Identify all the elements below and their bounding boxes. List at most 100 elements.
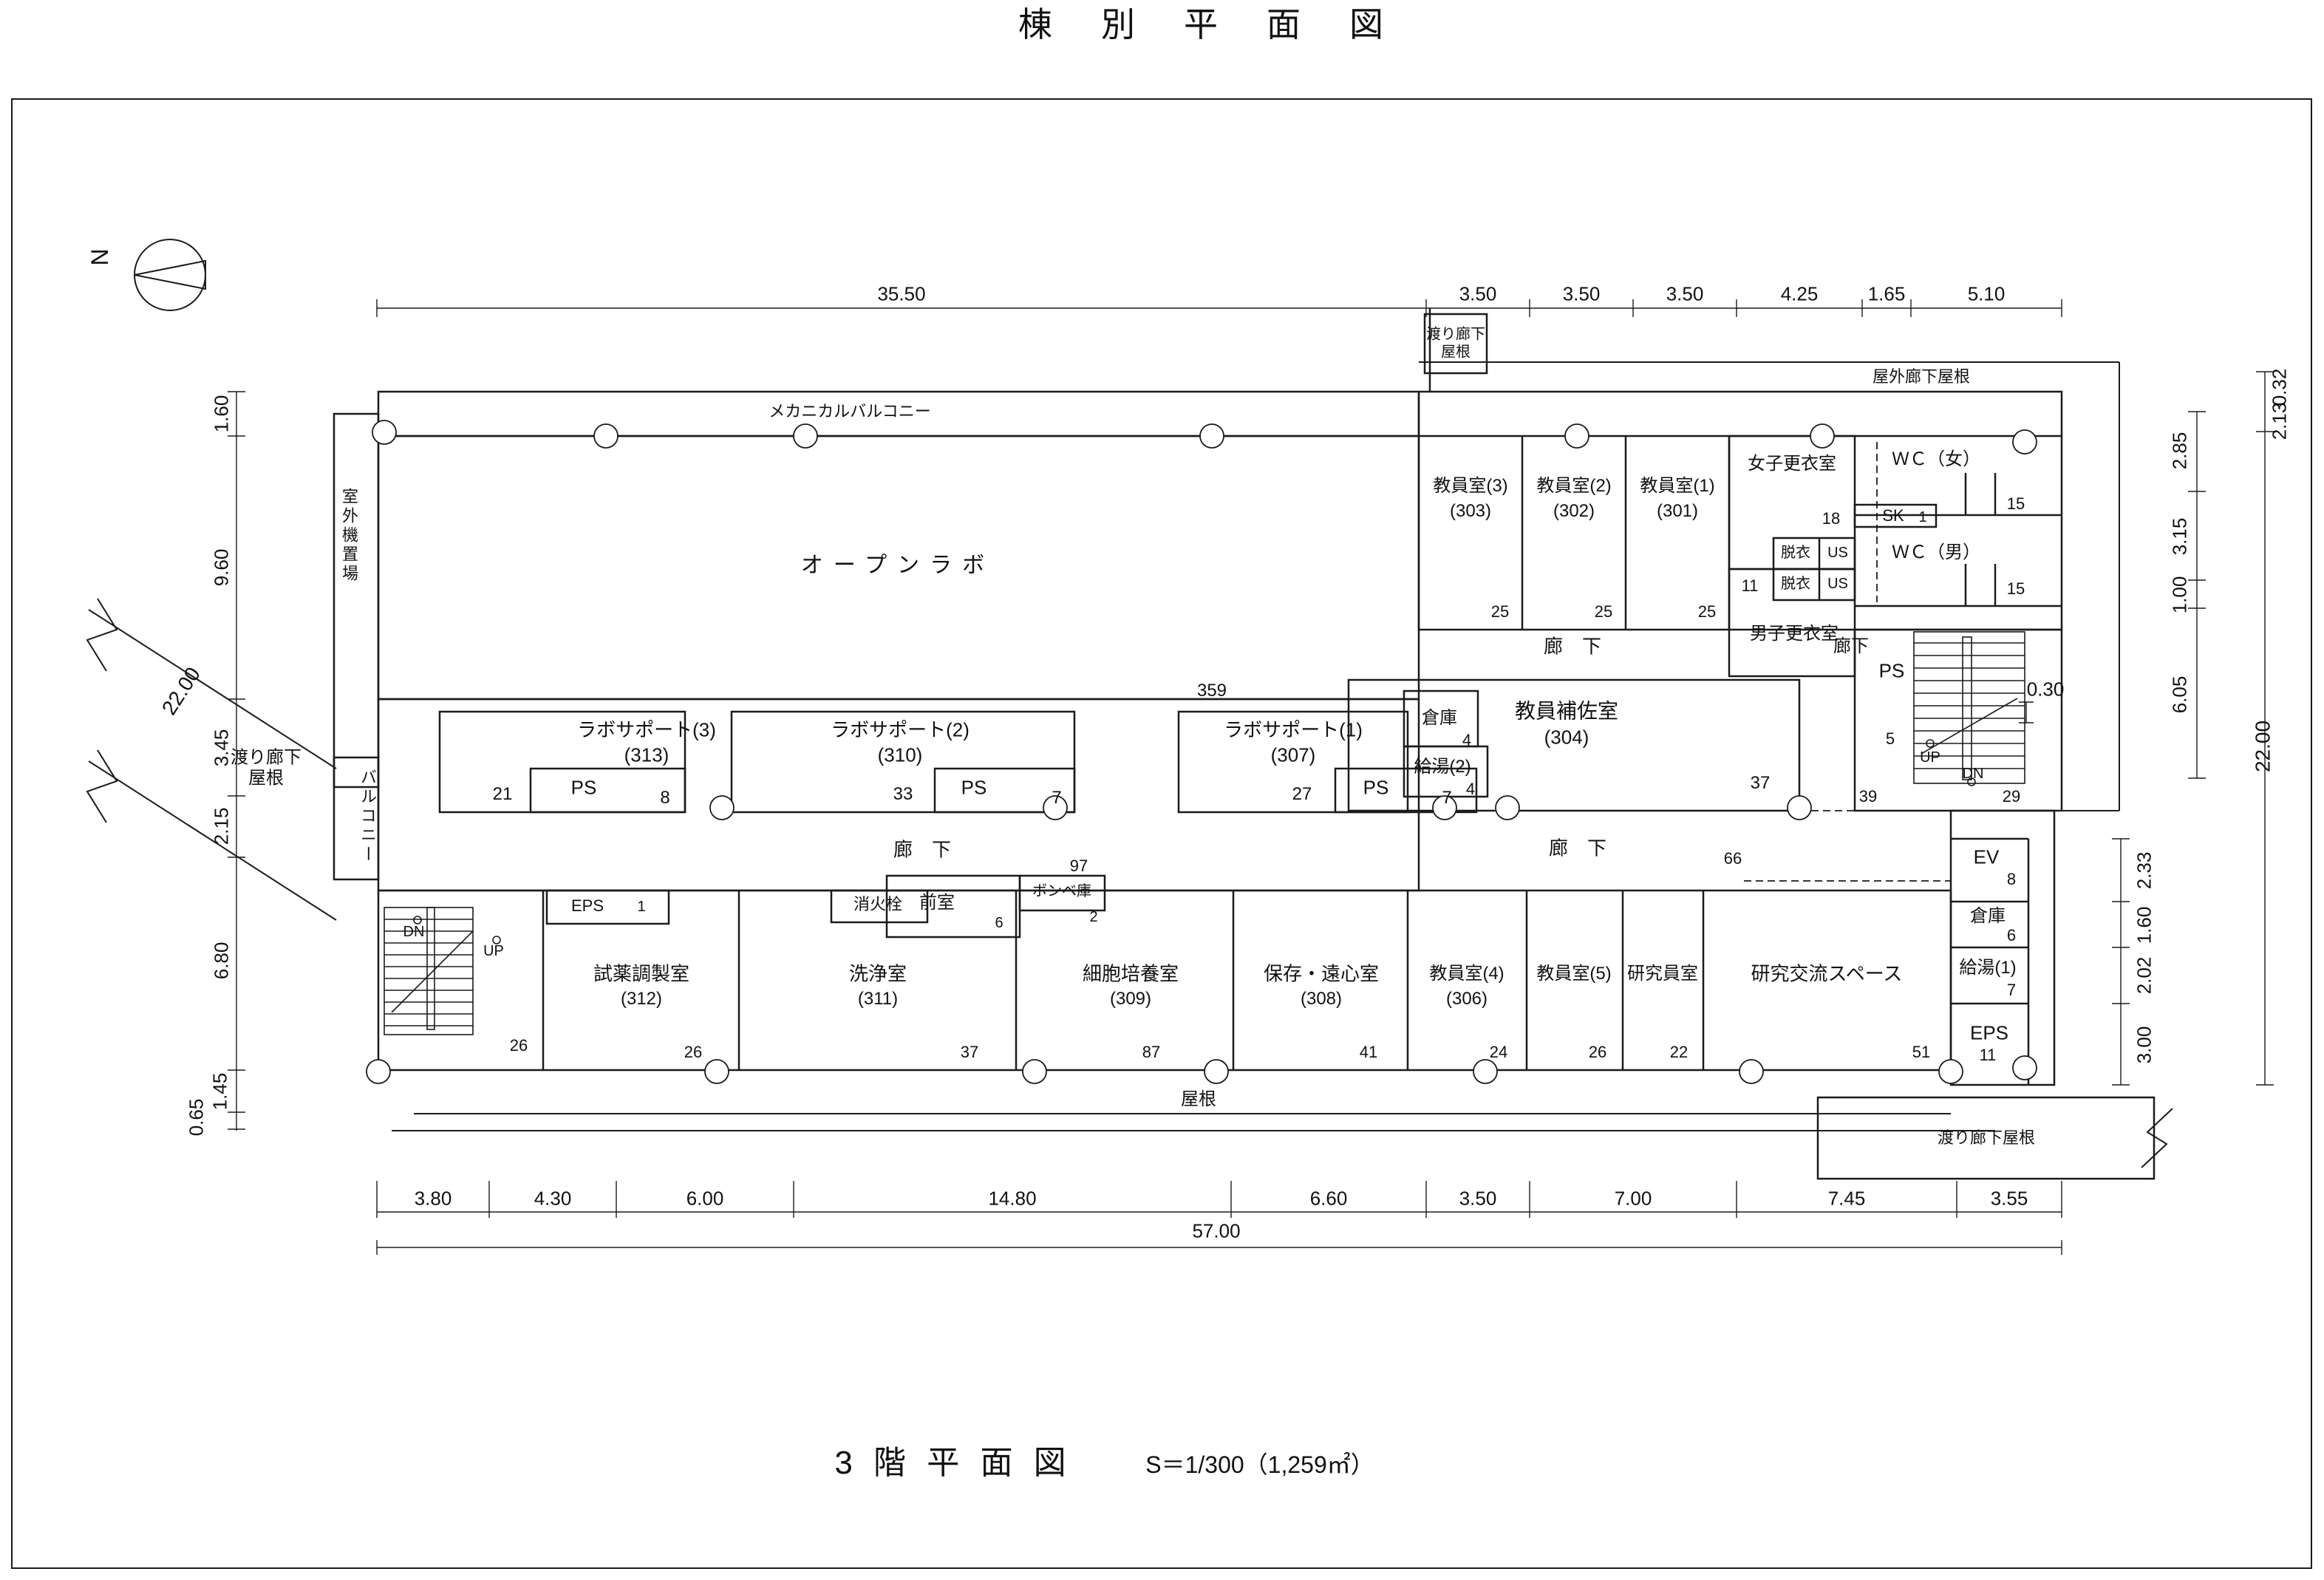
dim-top-4-25: 4.25 — [1780, 282, 1819, 305]
label-datsui-2: 脱衣 — [1781, 576, 1810, 593]
dim-right-1-00: 1.00 — [2168, 576, 2191, 614]
roomno-304: (304) — [1544, 726, 1589, 749]
label-watari-roka-yane-bottom: 渡り廊下屋根 — [1937, 1128, 2036, 1148]
num-souko-right: 6 — [2006, 926, 2017, 945]
scale-note: S＝1/300（1,259㎡） — [1145, 1451, 1374, 1478]
room-danshi-koishitsu: 男子更衣室 — [1750, 623, 1839, 644]
num-joshi-koishitsu: 18 — [1822, 509, 1841, 528]
dim-top-1-65: 1.65 — [1867, 282, 1906, 305]
label-eps-left: EPS — [570, 896, 604, 916]
dim-right-6-05: 6.05 — [2168, 675, 2191, 714]
num-39: 39 — [1858, 787, 1878, 806]
num-313: 21 — [492, 783, 513, 804]
room-kenkyu-koryu: 研究交流スペース — [1751, 962, 1903, 985]
dim-bot-6-60: 6.60 — [1309, 1187, 1348, 1210]
roomno-312: (312) — [620, 988, 663, 1009]
num-souko-mid: 4 — [1462, 731, 1472, 750]
dim-right-22-00: 22.00 — [2251, 720, 2274, 773]
compass-north-label: N — [86, 248, 114, 266]
dim-right-2-13: 2.13 — [2268, 402, 2291, 440]
room-kyoin-3: 教員室(3) — [1433, 475, 1508, 496]
room-kyoin-4: 教員室(4) — [1429, 963, 1505, 984]
label-shokasen: 消火栓 — [853, 895, 903, 914]
roomno-308: (308) — [1300, 988, 1343, 1009]
room-lab-support-1: ラボサポート(1) — [1224, 718, 1363, 741]
num-ev: 8 — [2006, 870, 2017, 889]
num-308: 41 — [1359, 1043, 1378, 1062]
roomno-313: (313) — [624, 743, 669, 766]
label-roka-right: 廊下 — [1833, 636, 1869, 656]
room-souko-right: 倉庫 — [1970, 905, 2006, 926]
dim-right-0-32: 0.32 — [2268, 368, 2291, 406]
num-302: 25 — [1594, 602, 1613, 622]
room-lab-support-2: ラボサポート(2) — [831, 718, 970, 741]
room-bombe-ko: ボンベ庫 — [1032, 883, 1091, 900]
num-eps-right: 11 — [1979, 1046, 1997, 1065]
room-kenkyuin: 研究員室 — [1627, 963, 1698, 984]
label-balcony: バルコニー — [358, 769, 377, 865]
num-ps-307: 7 — [1442, 787, 1452, 808]
num-311: 37 — [960, 1043, 979, 1062]
num-sk: 1 — [1918, 509, 1927, 526]
dim-right-2-02: 2.02 — [2133, 956, 2156, 995]
label-ps-310: PS — [961, 776, 987, 799]
num-310: 33 — [893, 783, 913, 804]
label-ps-stair: PS — [1878, 659, 1905, 682]
room-eps-right: EPS — [1969, 1021, 2009, 1044]
num-301: 25 — [1697, 602, 1717, 622]
label-up-upper-stair: UP — [1920, 749, 1940, 766]
room-kyuto-1: 給湯(1) — [1959, 957, 2017, 978]
dim-bot-57-00: 57.00 — [1192, 1219, 1241, 1242]
room-wc-female: ＷＣ（女） — [1892, 449, 1980, 469]
dim-left-2-15: 2.15 — [210, 807, 233, 845]
dim-bot-3-80: 3.80 — [414, 1187, 452, 1210]
num-ps-310: 7 — [1052, 787, 1062, 808]
label-watari-roka-yane-left: 渡り廊下 屋根 — [231, 747, 301, 789]
label-dn-lower-stair: DN — [403, 924, 425, 941]
dim-bot-7-00: 7.00 — [1614, 1187, 1652, 1210]
roomno-301: (301) — [1656, 500, 1699, 521]
label-roka-lower-left: 廊 下 — [893, 838, 952, 861]
label-watari-roka-yane-top: 渡り廊下 屋根 — [1426, 326, 1485, 360]
num-kyuto-1: 7 — [2006, 981, 2017, 1000]
num-kenkyuin: 22 — [1669, 1043, 1689, 1062]
roomno-309: (309) — [1109, 988, 1152, 1009]
hidden-lines-layer — [1744, 442, 1951, 882]
room-kyoin-hosa: 教員補佐室 — [1514, 699, 1619, 723]
dim-left-1-60: 1.60 — [210, 395, 233, 433]
label-up-lower-stair: UP — [483, 943, 504, 960]
num-roka-66: 66 — [1723, 849, 1742, 868]
roomno-310: (310) — [877, 743, 923, 766]
num-306: 24 — [1489, 1043, 1508, 1062]
room-joshi-koishitsu: 女子更衣室 — [1748, 453, 1836, 474]
label-ps-307: PS — [1363, 776, 1389, 799]
room-wc-male: ＷＣ（男） — [1892, 542, 1980, 562]
dim-right-2-85: 2.85 — [2168, 432, 2191, 470]
roomno-311: (311) — [857, 988, 899, 1009]
label-yane: 屋根 — [1181, 1089, 1216, 1109]
room-ev: EV — [1973, 845, 2000, 868]
dim-top-3-50-c: 3.50 — [1666, 282, 1704, 305]
room-saibo-baiyo: 細胞培養室 — [1082, 962, 1179, 985]
label-ps-313: PS — [570, 776, 597, 799]
dim-bot-6-00: 6.00 — [686, 1187, 724, 1210]
floor-plan-caption: 3 階 平 面 図 — [834, 1445, 1072, 1481]
room-open-lab: オープンラボ — [800, 553, 995, 578]
column-markers-layer — [366, 420, 2037, 1084]
num-kyoin-5: 26 — [1588, 1043, 1607, 1062]
label-roka-upper: 廊 下 — [1543, 635, 1602, 658]
num-lower-stair: 26 — [509, 1036, 528, 1055]
dim-left-1-45: 1.45 — [208, 1072, 231, 1111]
dim-bot-4-30: 4.30 — [534, 1187, 572, 1210]
label-okugai-roka-yane: 屋外廊下屋根 — [1872, 367, 1971, 387]
num-wc-female: 15 — [2006, 494, 2025, 514]
dim-right-3-15: 3.15 — [2168, 517, 2191, 556]
num-open-lab: 359 — [1196, 680, 1227, 701]
label-roka-lower-right: 廊 下 — [1548, 837, 1607, 859]
dim-top-3-50-b: 3.50 — [1562, 282, 1601, 305]
num-bombe-ko: 2 — [1089, 909, 1098, 926]
dim-bot-3-50: 3.50 — [1459, 1187, 1497, 1210]
drawing-title: 棟 別 平 面 図 — [1018, 5, 1391, 44]
num-eps-left: 1 — [637, 899, 646, 916]
